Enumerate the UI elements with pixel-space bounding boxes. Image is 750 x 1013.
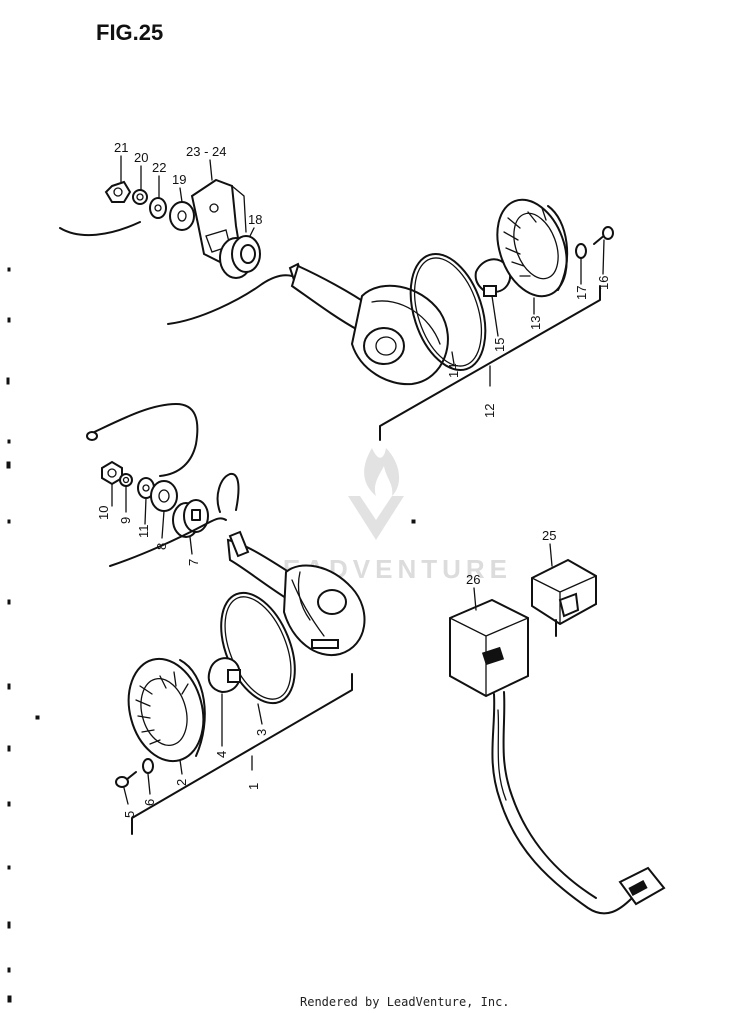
footer-credit: Rendered by LeadVenture, Inc. [300, 995, 510, 1009]
lower-ground-wire [89, 403, 199, 477]
callout-21: 21 [114, 140, 128, 155]
figure-label: FIG.25 [96, 20, 163, 45]
part-26-flasher [449, 598, 666, 915]
flasher-harness-wire-a [491, 693, 633, 915]
watermark-v-icon [348, 496, 404, 540]
harness-connector [618, 866, 666, 906]
callout-17: 17 [574, 286, 589, 300]
part-2-lens [127, 657, 206, 763]
part-13-lens [496, 198, 569, 298]
part-22-terminal [149, 197, 167, 219]
callout-2: 2 [174, 779, 189, 786]
scan-specks [6, 267, 416, 1003]
callout-labels: 21 20 22 19 23 - 24 18 14 15 13 17 16 12… [96, 140, 611, 818]
callout-16: 16 [596, 276, 611, 290]
part-5-screw [115, 771, 137, 788]
upper-housing [288, 262, 449, 386]
upper-lead-wire [167, 274, 293, 325]
callout-14: 14 [446, 364, 461, 378]
callout-8: 8 [154, 543, 169, 550]
callout-12: 12 [482, 404, 497, 418]
callout-23-24: 23 - 24 [186, 144, 226, 159]
assembly-12-bracket-line [379, 285, 601, 441]
part-6-washer [142, 758, 154, 774]
flasher-harness-wire-b [502, 691, 597, 899]
callout-22: 22 [152, 160, 166, 175]
part-16-screw [593, 226, 614, 245]
part-17-washer [575, 243, 587, 259]
part-7-grommet [172, 499, 209, 538]
lower-housing [226, 530, 366, 657]
part-18-grommet [219, 235, 261, 279]
upper-ground-wire [59, 221, 141, 237]
callout-11: 11 [136, 525, 151, 539]
callout-4: 4 [214, 751, 229, 758]
lower-lead-wire [109, 517, 227, 567]
part-10-nut [101, 460, 123, 486]
callout-3: 3 [254, 729, 269, 736]
watermark: LEADVENTURE [262, 448, 507, 584]
watermark-flame-icon [364, 448, 400, 496]
part-21-nut [104, 180, 132, 203]
callout-1: 1 [246, 783, 261, 790]
callout-7: 7 [186, 559, 201, 566]
part-9-lock-washer [119, 473, 133, 487]
callout-5: 5 [122, 811, 137, 818]
callout-9: 9 [118, 517, 133, 524]
callout-20: 20 [134, 150, 148, 165]
part-14-gasket [409, 252, 487, 372]
lower-wire-loop [216, 472, 240, 513]
part-19-washer [169, 201, 195, 231]
callout-18: 18 [248, 212, 262, 227]
flasher-harness-wire-c [497, 709, 507, 801]
part-8-washer [150, 480, 178, 512]
callout-26: 26 [466, 572, 480, 587]
callout-19: 19 [172, 172, 186, 187]
callout-13: 13 [528, 316, 543, 330]
callout-10: 10 [96, 506, 111, 520]
callout-25: 25 [542, 528, 556, 543]
part-15-bulb [474, 258, 512, 297]
callout-15: 15 [492, 338, 507, 352]
part-20-lock-washer [132, 189, 148, 205]
callout-6: 6 [142, 799, 157, 806]
upper-turn-signal-assembly [59, 178, 614, 441]
assembly-1-bracket-line [131, 673, 353, 835]
part-4-bulb [207, 657, 241, 694]
part-25-relay [531, 558, 597, 637]
lower-turn-signal-assembly [86, 403, 366, 835]
